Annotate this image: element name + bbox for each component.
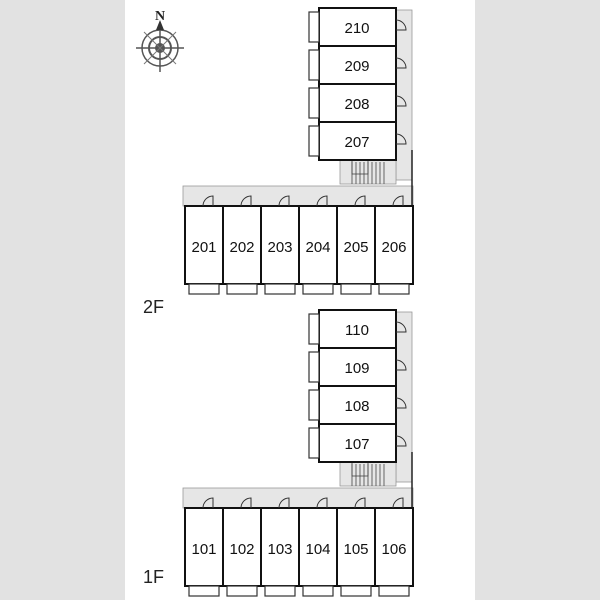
door-icon [316,497,328,509]
unit-105: 105 [336,497,376,597]
balcony [308,427,320,459]
unit-103: 103 [260,497,300,597]
balcony [308,125,320,157]
compass-icon: N [136,9,184,72]
stairs [339,157,397,185]
balcony [302,283,334,295]
door-icon [278,497,290,509]
balcony [308,313,320,345]
door-icon [202,195,214,207]
unit-201: 201 [184,195,224,295]
balcony [308,11,320,43]
unit-109: 109 [308,347,407,387]
balcony [188,283,220,295]
door-icon [395,19,407,31]
door-icon [392,195,404,207]
balcony [308,389,320,421]
door-icon [240,195,252,207]
horizontal-corridor [182,487,414,509]
balcony [264,585,296,597]
unit-number: 209 [344,58,369,75]
unit-number: 109 [344,360,369,377]
unit-209: 209 [308,45,407,85]
door-icon [316,195,328,207]
unit-208: 208 [308,83,407,123]
balcony [308,351,320,383]
floor-1f: 110 109 108 107 101 102 103 104 105 106 [182,309,414,597]
door-icon [395,321,407,333]
door-icon [395,95,407,107]
door-icon [202,497,214,509]
unit-number: 207 [344,134,369,151]
balcony [188,585,220,597]
door-icon [240,497,252,509]
unit-number: 101 [191,541,216,558]
unit-number: 108 [344,398,369,415]
balcony [378,283,410,295]
north-label: N [155,9,165,24]
balcony [340,585,372,597]
door-icon [395,397,407,409]
door-icon [395,133,407,145]
unit-210: 210 [308,7,407,47]
unit-number: 203 [267,239,292,256]
floor-label-1f: 1F [143,567,165,587]
unit-number: 210 [344,20,369,37]
floor-label-2f: 2F [143,297,165,317]
door-icon [395,359,407,371]
unit-204: 204 [298,195,338,295]
unit-number: 103 [267,541,292,558]
door-icon [395,435,407,447]
balcony [226,585,258,597]
door-icon [392,497,404,509]
unit-number: 204 [305,239,330,256]
unit-number: 102 [229,541,254,558]
unit-number: 206 [381,239,406,256]
balcony [378,585,410,597]
door-icon [354,195,366,207]
unit-206: 206 [374,195,414,295]
balcony [308,49,320,81]
unit-202: 202 [222,195,262,295]
floor-2f: 210 209 208 207 201 202 203 204 205 206 [182,7,414,295]
door-icon [278,195,290,207]
unit-107: 107 [308,423,407,463]
unit-207: 207 [308,121,407,161]
balcony [340,283,372,295]
stairs [339,459,397,487]
vertical-corridor [395,311,413,483]
unit-number: 107 [344,436,369,453]
door-icon [354,497,366,509]
unit-number: 205 [343,239,368,256]
unit-102: 102 [222,497,262,597]
unit-number: 201 [191,239,216,256]
unit-205: 205 [336,195,376,295]
balcony [264,283,296,295]
horizontal-corridor [182,185,414,207]
unit-number: 208 [344,96,369,113]
balcony [308,87,320,119]
unit-108: 108 [308,385,407,425]
unit-number: 106 [381,541,406,558]
unit-101: 101 [184,497,224,597]
unit-106: 106 [374,497,414,597]
unit-number: 202 [229,239,254,256]
unit-number: 104 [305,541,330,558]
balcony [302,585,334,597]
unit-number: 105 [343,541,368,558]
door-icon [395,57,407,69]
unit-110: 110 [308,309,407,349]
unit-number: 110 [345,322,369,339]
unit-203: 203 [260,195,300,295]
balcony [226,283,258,295]
unit-104: 104 [298,497,338,597]
vertical-corridor [395,9,413,181]
